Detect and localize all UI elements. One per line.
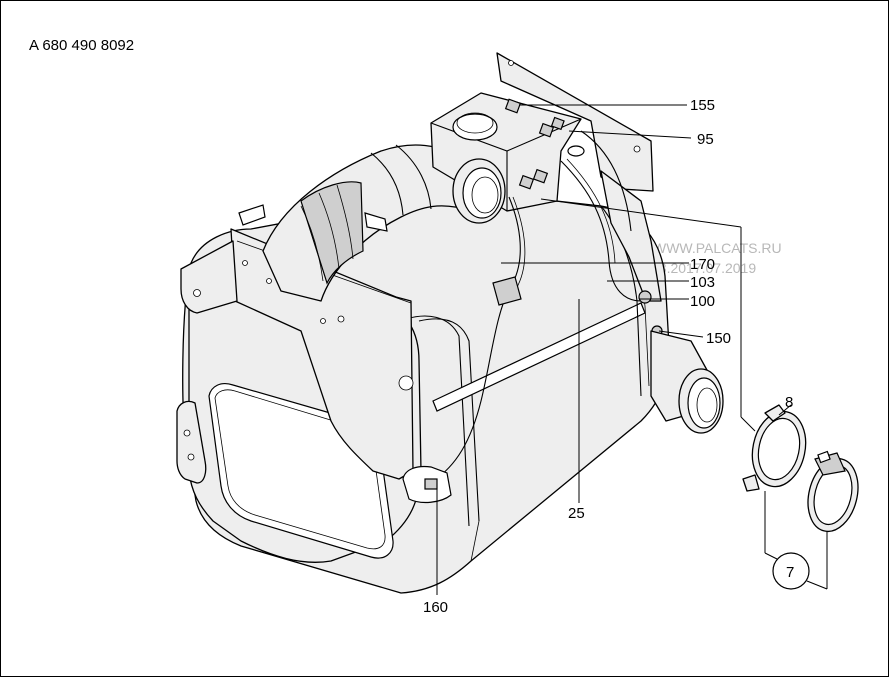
callout-103[interactable]: 103 — [690, 274, 715, 291]
inlet-pipe — [238, 144, 472, 302]
callout-7: 7 — [786, 564, 794, 581]
callout-170[interactable]: 170 — [690, 256, 715, 273]
callout-25[interactable]: 25 — [568, 505, 585, 522]
callouts: 155 95 170 103 100 150 8 25 160 7 — [423, 97, 810, 616]
callout-95[interactable]: 95 — [697, 131, 714, 148]
callout-7-circle[interactable] — [772, 552, 810, 590]
part-number-title: A 680 490 8092 — [29, 37, 134, 54]
sealing-ring-part-8 — [742, 404, 807, 492]
callout-8[interactable]: 8 — [785, 394, 793, 411]
callout-160[interactable]: 160 — [423, 599, 448, 616]
leader-lines — [436, 104, 828, 595]
top-module-assembly — [430, 52, 662, 302]
callout-100[interactable]: 100 — [690, 293, 715, 310]
left-mounting-bracket — [180, 228, 414, 480]
callout-150[interactable]: 150 — [706, 330, 731, 347]
watermark-site: WWW.PALCATS.RU — [653, 240, 782, 256]
hose-clamp-part-7 — [807, 450, 859, 533]
callout-155[interactable]: 155 — [690, 97, 715, 114]
watermark-date: 03.2017.07.2019 — [651, 260, 756, 276]
wiring-harness — [402, 130, 663, 504]
outlet-pipe — [650, 330, 724, 434]
